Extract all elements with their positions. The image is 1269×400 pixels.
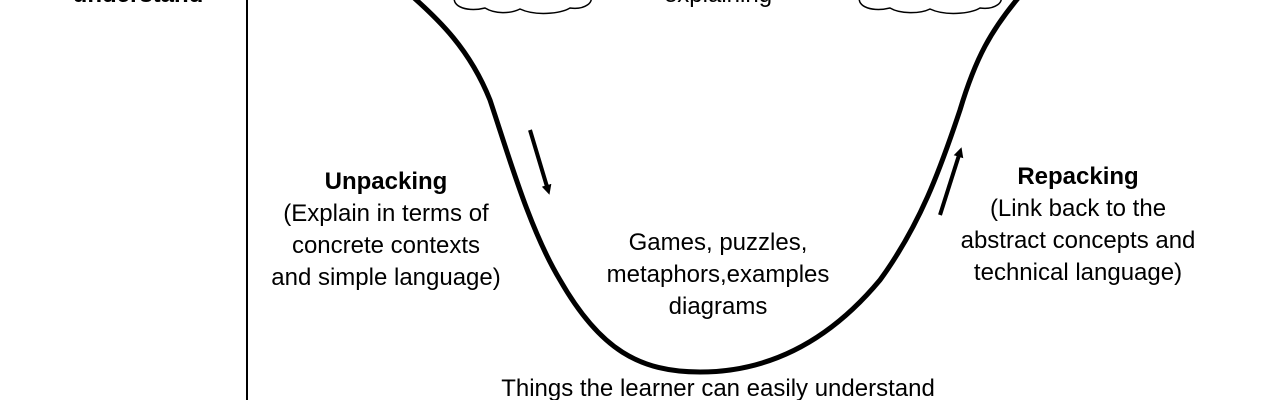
thought-cloud-right [858, 0, 1002, 15]
center-line: diagrams [669, 293, 768, 320]
center-line: metaphors,examples [607, 261, 830, 288]
axis-label-top: understand [73, 0, 204, 8]
unpacking-line: and simple language) [271, 264, 501, 291]
repacking-title: Repacking [1017, 163, 1138, 190]
repacking-line: abstract concepts and [961, 227, 1196, 254]
unpacking-line: concrete contexts [292, 232, 480, 259]
top-center-text: explaining [664, 0, 772, 8]
up-arrow-icon [938, 147, 964, 216]
bottom-label: Things the learner can easily understand [501, 375, 935, 400]
center-line: Games, puzzles, [629, 229, 808, 256]
down-arrow-icon [528, 129, 552, 195]
unpacking-line: (Explain in terms of [283, 200, 489, 227]
thought-cloud-left [453, 0, 592, 15]
repacking-line: technical language) [974, 259, 1182, 286]
unpacking-title: Unpacking [325, 168, 448, 195]
wave-curve [412, 0, 1020, 375]
repacking-line: (Link back to the [990, 195, 1166, 222]
